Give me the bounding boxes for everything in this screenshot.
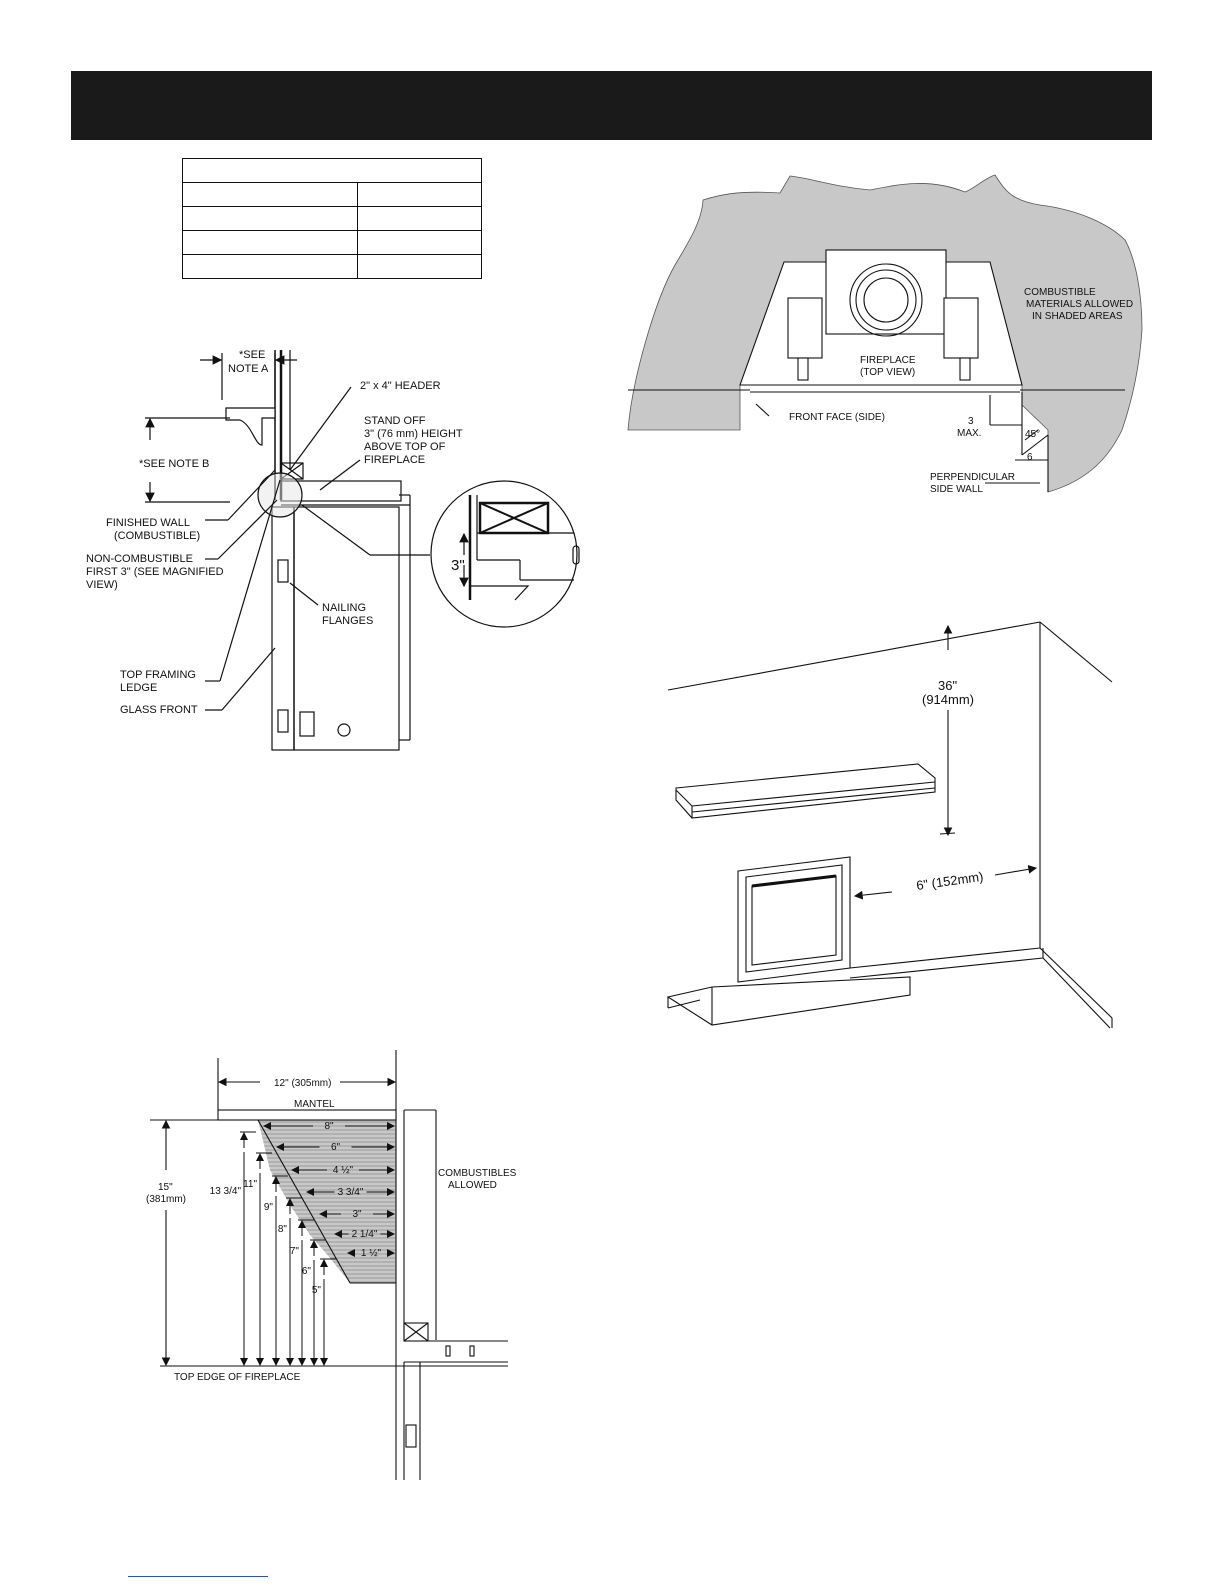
- table-row: [182, 206, 483, 231]
- height-36-line2: (914mm): [922, 692, 974, 707]
- fireplace-line2: (TOP VIEW): [860, 367, 915, 378]
- depth-label: 6": [331, 1142, 341, 1153]
- six-label: 6: [1027, 452, 1033, 463]
- side-view-labels: *SEE NOTE A 2" x 4" HEADER STAND OFF 3" …: [86, 349, 465, 716]
- nailing-line1: NAILING: [322, 602, 366, 614]
- table-row: [182, 158, 482, 183]
- glass-front-label: GLASS FRONT: [120, 704, 198, 716]
- fireplace-line1: FIREPLACE: [860, 355, 916, 366]
- stand-off-line3: ABOVE TOP OF: [364, 441, 446, 453]
- height-36-line1: 36": [938, 678, 957, 693]
- table-cell: [182, 254, 358, 279]
- mantel-labels: 12" (305mm) MANTEL 15" (381mm) COMBUSTIB…: [146, 1078, 517, 1383]
- noncomb-line3: VIEW): [86, 579, 118, 591]
- comb-line1: COMBUSTIBLES: [438, 1168, 517, 1179]
- table-cell: [182, 158, 482, 183]
- perp-line1: PERPENDICULAR: [930, 472, 1015, 483]
- section-header-bar: [71, 71, 1152, 140]
- blank-clearance-table: [182, 158, 483, 279]
- noncomb-line1: NON-COMBUSTIBLE: [86, 553, 193, 565]
- top-framing-line2: LEDGE: [120, 682, 157, 694]
- depth-label: 8": [324, 1121, 334, 1132]
- depth-label: 2 1/4": [352, 1229, 378, 1240]
- total-15-line2: (381mm): [146, 1194, 186, 1205]
- note-a-line1: *SEE: [239, 349, 265, 361]
- angle-label: 45°: [1025, 429, 1040, 440]
- max-line2: MAX.: [957, 428, 981, 439]
- max-line1: 3: [968, 416, 974, 427]
- header-label: 2" x 4" HEADER: [360, 380, 441, 392]
- nailing-line2: FLANGES: [322, 615, 373, 627]
- height-label: 5": [312, 1285, 322, 1296]
- table-cell: [356, 254, 483, 279]
- top-view-figure: [627, 174, 1143, 493]
- top-view-labels: COMBUSTIBLE MATERIALS ALLOWED IN SHADED …: [789, 287, 1133, 495]
- noncomb-line2: FIRST 3" (SEE MAGNIFIED: [86, 566, 224, 578]
- height-label: 9": [264, 1202, 274, 1213]
- stand-off-line2: 3" (76 mm) HEIGHT: [364, 428, 463, 440]
- side-clearance-label: 6" (152mm): [915, 869, 984, 893]
- depth-label: 3": [352, 1209, 362, 1220]
- combustible-line1: COMBUSTIBLE: [1024, 287, 1096, 298]
- finished-wall-line1: FINISHED WALL: [106, 517, 190, 529]
- table-row: [182, 254, 483, 279]
- combustible-line3: IN SHADED AREAS: [1032, 311, 1123, 322]
- mantel-clearance-figure: [150, 1050, 508, 1480]
- magnified-dimension: 3": [451, 557, 465, 574]
- table-cell: [356, 230, 483, 255]
- height-label: 13 3/4": [210, 1186, 242, 1197]
- height-label: 6": [302, 1266, 312, 1277]
- combustible-line2: MATERIALS ALLOWED: [1026, 299, 1133, 310]
- table-cell: [182, 182, 358, 207]
- mantel-label: MANTEL: [294, 1099, 335, 1110]
- front-face-label: FRONT FACE (SIDE): [789, 412, 885, 423]
- depth-label: 4 ½": [333, 1165, 354, 1176]
- height-label: 11": [243, 1179, 257, 1190]
- width-12-label: 12" (305mm): [274, 1078, 331, 1089]
- depth-label: 3 3/4": [338, 1187, 364, 1198]
- side-view-figure: [145, 350, 580, 751]
- combustibles-allowed-area: [258, 1120, 396, 1283]
- perp-line2: SIDE WALL: [930, 484, 983, 495]
- depth-label: 1 ½": [361, 1248, 382, 1259]
- finished-wall-line2: (COMBUSTIBLE): [114, 530, 200, 542]
- note-b-label: *SEE NOTE B: [139, 458, 209, 470]
- top-framing-line1: TOP FRAMING: [120, 669, 196, 681]
- mantel-steps: 8" 6" 4 ½" 3 3/4" 3" 2 1/4" 1 ½" 13 3/4"11" 9" 8"…: [210, 1121, 395, 1366]
- top-edge-label: TOP EDGE OF FIREPLACE: [174, 1372, 301, 1383]
- stand-off-line1: STAND OFF: [364, 415, 426, 427]
- height-label: 7": [290, 1246, 300, 1257]
- table-row: [182, 230, 483, 255]
- total-15-line1: 15": [158, 1182, 173, 1193]
- stand-off-line4: FIREPLACE: [364, 454, 425, 466]
- note-a-line2: NOTE A: [228, 363, 269, 375]
- height-label: 8": [278, 1224, 288, 1235]
- table-cell: [182, 230, 358, 255]
- room-figure: [666, 621, 1113, 1029]
- footer-link-underline: [128, 1576, 268, 1577]
- comb-line2: ALLOWED: [448, 1180, 497, 1191]
